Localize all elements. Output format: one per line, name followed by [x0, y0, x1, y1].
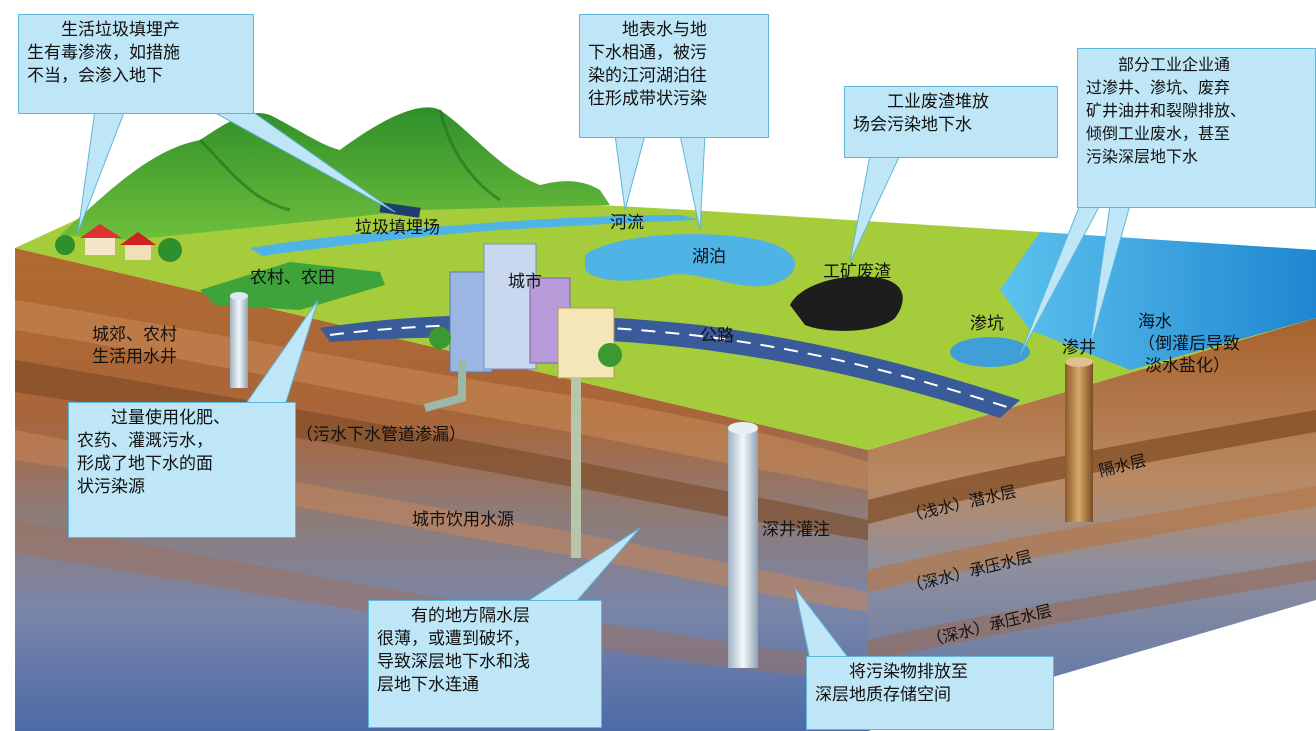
- callout-line: 污染深层地下水: [1086, 147, 1199, 166]
- label-city: 城市: [508, 272, 542, 292]
- label-city-water-source: 城市饮用水源: [412, 510, 514, 530]
- callout-line: 矿井油井和裂隙排放、: [1086, 101, 1247, 120]
- house-roof: [80, 224, 122, 238]
- river: [250, 215, 700, 256]
- mountain-ridge: [198, 109, 501, 212]
- label-seawater: 海水: [1138, 312, 1172, 332]
- tree: [55, 235, 75, 255]
- building: [483, 243, 537, 370]
- label-rural-farmland: 农村、农田: [250, 268, 335, 288]
- callout-thin-aquiclude: 有的地方隔水层 很薄，或遭到破坏， 导致深层地下水和浅 层地下水连通: [368, 600, 602, 728]
- callout-industrial-waste: 工业废渣堆放 场会污染地下水: [844, 86, 1058, 158]
- callout-line: 有的地方隔水层: [411, 606, 530, 626]
- callout-line: 层地下水连通: [377, 675, 479, 695]
- callout-line: 部分工业企业通: [1118, 55, 1231, 74]
- label-road: 公路: [700, 326, 734, 346]
- tree: [598, 343, 622, 367]
- label-suburb-well: 生活用水井: [92, 347, 177, 367]
- label-seepage-pit: 渗坑: [970, 314, 1004, 334]
- mine-waste-pile: [790, 276, 903, 331]
- label-sewer-leak: （污水下水管道渗漏）: [296, 425, 466, 445]
- callout-line: 深层地质存储空间: [815, 685, 951, 705]
- label-river: 河流: [610, 213, 644, 233]
- callout-surface-groundwater: 地表水与地 下水相通，被污 染的江河湖泊往 往形成带状污染: [579, 14, 769, 138]
- deep-injection-well-top: [728, 422, 758, 434]
- house: [85, 235, 115, 255]
- callout-line: 生活垃圾填埋产: [61, 20, 180, 40]
- label-seepage-well: 渗井: [1062, 338, 1096, 358]
- suburb-well-top: [230, 292, 248, 300]
- callout-line: 过渗井、渗坑、废弃: [1086, 78, 1231, 97]
- callout-line: 不当，会渗入地下: [27, 66, 163, 86]
- callout-line: 过量使用化肥、: [111, 408, 230, 428]
- seepage-well-shaft: [1065, 362, 1093, 522]
- callout-line: 下水相通，被污: [588, 43, 707, 63]
- seepage-pit: [950, 337, 1030, 367]
- callout-line: 生有毒渗液，如措施: [27, 43, 180, 63]
- suburb-well: [230, 296, 248, 388]
- callout-line: 工业废渣堆放: [887, 92, 989, 112]
- callout-line: 形成了地下水的面: [77, 454, 213, 474]
- side-stratum: [868, 560, 1316, 662]
- callout-line: 染的江河湖泊往: [588, 66, 707, 86]
- callout-line: 状污染源: [77, 477, 145, 497]
- road-centerline: [329, 323, 1011, 409]
- sewer-pipe: [423, 360, 466, 412]
- label-suburb-well: 城郊、农村: [92, 325, 177, 345]
- callout-line: 农药、灌溉污水，: [77, 431, 213, 451]
- house: [125, 242, 151, 260]
- landfill-pit: [379, 202, 421, 218]
- block-front-face: [15, 248, 868, 731]
- deep-injection-well: [728, 428, 758, 668]
- road: [320, 314, 1020, 418]
- seepage-well-top: [1065, 357, 1093, 367]
- callout-industry-discharge: 部分工业企业通 过渗井、渗坑、废弃 矿井油井和裂隙排放、 倾倒工业废水，甚至 污…: [1077, 48, 1316, 208]
- callout-line: 导致深层地下水和浅: [377, 652, 530, 672]
- tree: [158, 238, 182, 262]
- house-roof: [120, 232, 156, 245]
- label-deep-well-injection: 深井灌注: [762, 520, 830, 540]
- callout-landfill-leachate: 生活垃圾填埋产 生有毒渗液，如措施 不当，会渗入地下: [18, 14, 254, 114]
- label-lake: 湖泊: [692, 247, 726, 267]
- callout-line: 往形成带状污染: [588, 89, 707, 109]
- callout-pointer: [614, 134, 646, 211]
- callout-line: 地表水与地: [622, 20, 707, 40]
- callout-line: 倾倒工业废水，甚至: [1086, 124, 1231, 143]
- label-landfill: 垃圾填埋场: [355, 218, 440, 238]
- callout-line: 场会污染地下水: [853, 115, 972, 135]
- sea-surface: [1000, 232, 1316, 370]
- callout-line: 将污染物排放至: [849, 662, 968, 682]
- side-stratum: [868, 486, 1316, 592]
- building: [557, 307, 615, 379]
- callout-fertilizer: 过量使用化肥、 农药、灌溉污水， 形成了地下水的面 状污染源: [68, 402, 296, 538]
- stratum-band: [15, 300, 868, 490]
- lake: [585, 234, 795, 287]
- city-water-pipe: [571, 378, 581, 558]
- callout-deep-storage: 将污染物排放至 深层地质存储空间: [806, 656, 1054, 730]
- label-seawater-note: （倒灌后导致: [1138, 334, 1240, 354]
- tree: [429, 327, 451, 349]
- label-mine-waste: 工矿废渣: [823, 262, 891, 282]
- label-seawater-note: 淡水盐化）: [1145, 356, 1230, 376]
- callout-line: 很薄，或遭到破坏，: [377, 629, 530, 649]
